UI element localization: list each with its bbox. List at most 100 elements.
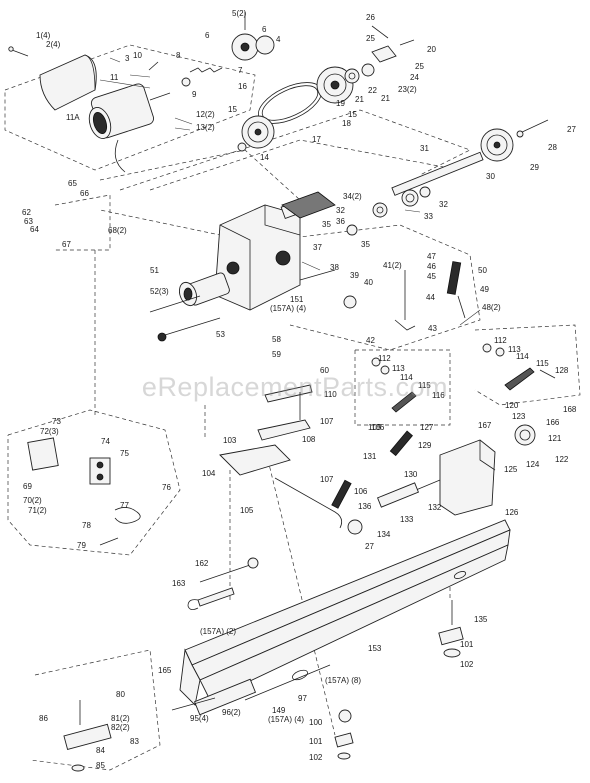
leader-lines: [99, 57, 481, 326]
label-115b: 115: [536, 359, 549, 368]
label-100: 100: [309, 718, 323, 727]
label-168: 168: [563, 405, 577, 414]
label-52-3: 52(3): [150, 287, 169, 296]
label-4: 4: [276, 35, 281, 44]
label-149: 149: [272, 706, 286, 715]
label-79: 79: [77, 541, 86, 550]
label-72-3: 72(3): [40, 427, 59, 436]
label-74: 74: [101, 437, 110, 446]
lever-set-right: [482, 343, 556, 391]
label-112a: 112: [378, 354, 391, 363]
label-17: 17: [312, 135, 321, 144]
knockout-rod: [199, 557, 259, 583]
label-8: 8: [176, 51, 181, 60]
label-53: 53: [216, 330, 225, 339]
label-126: 126: [505, 508, 519, 517]
label-107a: 107: [320, 417, 334, 426]
label-70-2: 70(2): [23, 496, 42, 505]
label-63: 63: [24, 217, 33, 226]
label-62: 62: [22, 208, 31, 217]
label-112b: 112: [494, 336, 507, 345]
label-32a: 32: [336, 206, 345, 215]
label-66: 66: [80, 189, 89, 198]
label-102b: 102: [309, 753, 323, 762]
label-26: 26: [366, 13, 375, 22]
label-13-2: 13(2): [196, 123, 215, 132]
index-disc: [237, 115, 275, 152]
label-134: 134: [377, 530, 391, 539]
label-3: 3: [125, 54, 130, 63]
label-157a-4b: (157A) (4): [268, 715, 304, 724]
label-84: 84: [96, 746, 105, 755]
label-121: 121: [548, 434, 562, 443]
spindle-bearings: [346, 186, 431, 236]
label-25b: 25: [415, 62, 424, 71]
lever-set-middle: [371, 357, 417, 413]
label-151: 151: [290, 295, 304, 304]
label-81-2: 81(2): [111, 714, 130, 723]
bed-foot-right: [438, 600, 464, 658]
label-11a: 11A: [66, 113, 80, 122]
label-122: 122: [555, 455, 569, 464]
label-133: 133: [400, 515, 414, 524]
pulley-cover: [39, 54, 97, 111]
label-24: 24: [410, 73, 419, 82]
label-131: 131: [363, 452, 377, 461]
label-128: 128: [555, 366, 569, 375]
label-105b: 105: [368, 423, 382, 432]
label-16: 16: [238, 82, 247, 91]
tailstock: [347, 424, 536, 535]
spindle-shaft: [391, 119, 549, 196]
label-65: 65: [68, 179, 77, 188]
label-165: 165: [158, 666, 172, 675]
label-124: 124: [526, 460, 540, 469]
label-86: 86: [39, 714, 48, 723]
label-97: 97: [298, 694, 307, 703]
motor: [88, 83, 171, 173]
label-114b: 114: [516, 352, 529, 361]
label-47: 47: [427, 252, 436, 261]
bed-foot-left: [63, 700, 354, 772]
label-113b: 113: [508, 345, 521, 354]
banjo: [219, 444, 352, 529]
label-68-2: 68(2): [108, 226, 127, 235]
label-116: 116: [432, 391, 445, 400]
label-153: 153: [368, 644, 382, 653]
label-67: 67: [62, 240, 71, 249]
label-77: 77: [120, 501, 129, 510]
label-101b: 101: [309, 737, 323, 746]
label-80: 80: [116, 690, 125, 699]
label-27a: 27: [567, 125, 576, 134]
label-7: 7: [238, 66, 243, 75]
label-35a: 35: [322, 220, 331, 229]
label-106b: 106: [371, 423, 385, 432]
label-104: 104: [202, 469, 216, 478]
assembly-outlines: [4, 44, 581, 771]
spindle-pulley: [316, 66, 354, 104]
label-42: 42: [366, 336, 375, 345]
label-31: 31: [420, 144, 429, 153]
label-127: 127: [420, 423, 434, 432]
label-73: 73: [52, 417, 61, 426]
label-108: 108: [302, 435, 316, 444]
label-59: 59: [272, 350, 281, 359]
label-49: 49: [480, 285, 489, 294]
label-37: 37: [313, 243, 322, 252]
label-34-2: 34(2): [343, 192, 362, 201]
label-6b: 6: [262, 25, 267, 34]
label-123: 123: [512, 412, 526, 421]
label-157a-2: (157A) (2): [200, 627, 236, 636]
label-32b: 32: [439, 200, 448, 209]
switch-box-group: [27, 437, 141, 546]
label-43: 43: [428, 324, 437, 333]
label-35b: 35: [361, 240, 370, 249]
label-20: 20: [427, 45, 436, 54]
label-2-4: 2(4): [46, 40, 61, 49]
label-75: 75: [120, 449, 129, 458]
label-48-2: 48(2): [482, 303, 501, 312]
label-96-2: 96(2): [222, 708, 241, 717]
screw-1: [8, 46, 29, 57]
label-132: 132: [428, 503, 442, 512]
wrench: [187, 587, 235, 610]
label-38: 38: [330, 263, 339, 272]
